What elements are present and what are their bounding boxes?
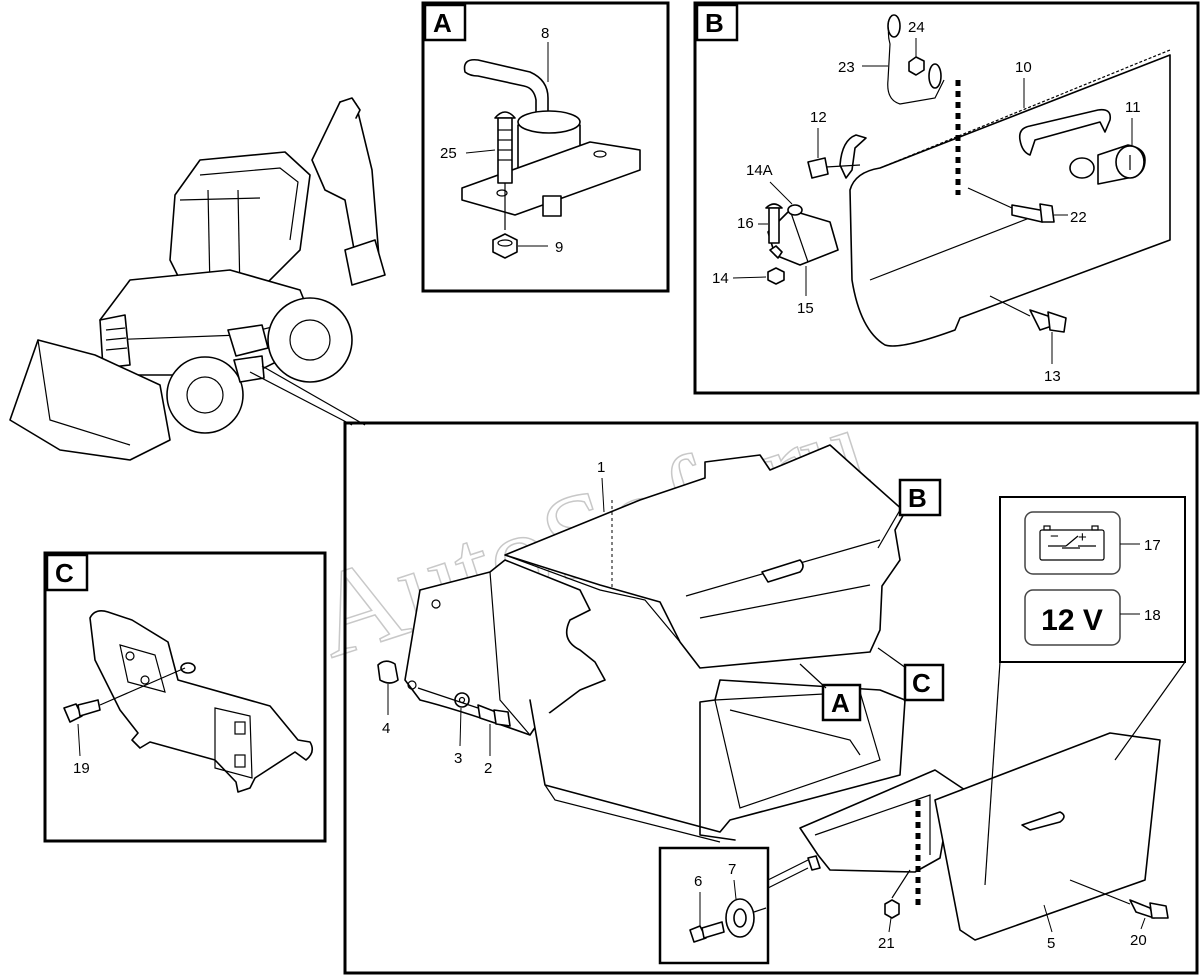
callout-20: 20	[1130, 932, 1147, 949]
callout-18: 18	[1144, 607, 1161, 624]
callout-2: 2	[484, 760, 492, 777]
callout-24: 24	[908, 19, 925, 36]
callout-5: 5	[1047, 935, 1055, 952]
callout-21: 21	[878, 935, 895, 952]
callout-6: 6	[694, 873, 702, 890]
callout-1: 1	[597, 459, 605, 476]
main-assembly-panel: − + 17 12 V 18 B A C	[343, 421, 1199, 975]
backhoe-loader-illustration	[9, 97, 386, 461]
callout-17: 17	[1144, 537, 1161, 554]
callout-8: 8	[541, 25, 549, 42]
callout-11: 11	[1125, 99, 1141, 116]
callout-14a: 14A	[746, 162, 773, 179]
detail-a-panel: A 8 25 9	[421, 1, 670, 293]
callout-3: 3	[454, 750, 462, 767]
ref-b-box	[898, 478, 942, 517]
zoom-leader-line	[261, 365, 366, 426]
callout-16: 16	[737, 215, 754, 232]
sticker-frame	[999, 496, 1186, 663]
callout-14: 14	[712, 270, 729, 287]
callout-13: 13	[1044, 368, 1061, 385]
callout-4: 4	[382, 720, 390, 737]
voltage-sticker-text: 12 V	[1041, 604, 1103, 637]
ref-c-label: C	[912, 668, 931, 698]
detail-b-label: B	[705, 8, 724, 38]
detail-a-label-box	[423, 3, 467, 42]
callout-9: 9	[555, 239, 563, 256]
svg-text:+: +	[1078, 529, 1087, 546]
zoom-leader-line	[249, 371, 353, 426]
callout-23: 23	[838, 59, 855, 76]
callout-12: 12	[810, 109, 827, 126]
detail-a-label: A	[433, 8, 452, 38]
detail-b-panel: B	[693, 1, 1200, 395]
ref-a-box	[821, 683, 862, 722]
bumper-detail-frame	[658, 846, 770, 965]
callout-15: 15	[797, 300, 814, 317]
ref-c-box	[903, 663, 945, 702]
voltage-sticker: 12 V	[1024, 589, 1121, 646]
ref-a-label: A	[831, 688, 850, 718]
ref-b-label: B	[908, 483, 927, 513]
callout-7: 7	[728, 861, 736, 878]
detail-c-panel: C 19	[43, 551, 327, 843]
svg-text:−: −	[1050, 528, 1059, 545]
detail-c-label: C	[55, 558, 74, 588]
callout-19: 19	[73, 760, 90, 777]
callout-22: 22	[1070, 209, 1087, 226]
detail-c-label-box	[45, 553, 89, 592]
callout-25: 25	[440, 145, 457, 162]
detail-b-label-box	[695, 3, 739, 42]
battery-switch-sticker: − +	[1024, 511, 1121, 575]
callout-10: 10	[1015, 59, 1032, 76]
